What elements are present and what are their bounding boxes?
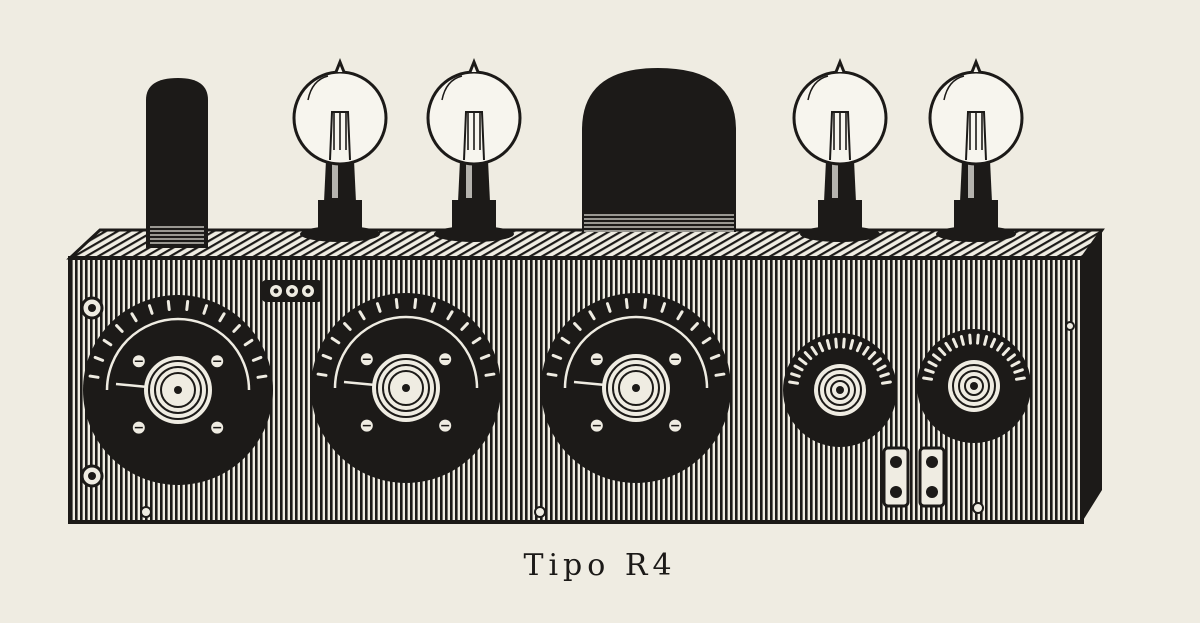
jack-plates xyxy=(882,446,946,508)
vacuum-tube xyxy=(928,57,1024,242)
dome-shield xyxy=(582,68,736,232)
left-shield xyxy=(146,78,208,248)
connector-block xyxy=(262,280,322,302)
cabinet-side xyxy=(1082,230,1102,522)
tuning-dial xyxy=(83,295,273,485)
control-knob xyxy=(783,333,897,447)
control-knob xyxy=(917,329,1031,443)
terminal-screws xyxy=(80,296,1075,518)
tuning-dial xyxy=(541,293,731,483)
tuning-dial xyxy=(311,293,501,483)
vacuum-tube xyxy=(792,57,888,242)
caption: Tipo R4 xyxy=(523,548,677,583)
vacuum-tube xyxy=(292,57,388,242)
vacuum-tube xyxy=(426,57,522,242)
